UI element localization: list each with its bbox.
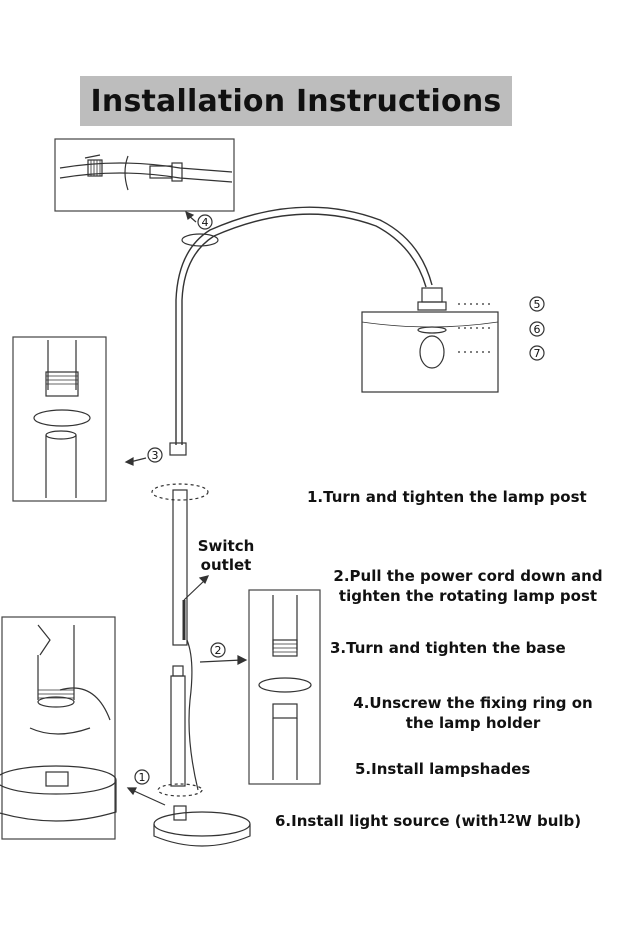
step-2: 2.Pull the power cord down and tighten t… <box>333 567 603 605</box>
detail-box-bottom <box>0 616 117 840</box>
detail-box-top <box>54 138 235 212</box>
step-4: 4.Unscrew the fixing ring on the lamp ho… <box>353 694 593 732</box>
callout-2: 2 <box>199 642 248 665</box>
callout-5: 5 <box>529 296 545 312</box>
lamp-arc <box>151 206 433 501</box>
callout-6: 6 <box>529 321 545 337</box>
callout-3: 3 <box>124 447 163 466</box>
step-6: 6.Install light source (with12W bulb) <box>275 812 582 830</box>
callout-4: 4 <box>185 210 213 230</box>
svg-text:6: 6 <box>534 323 541 336</box>
callout-1: 1 <box>126 769 166 806</box>
lamp-base <box>153 783 251 847</box>
svg-text:4: 4 <box>202 216 209 229</box>
switch-outlet-label: Switch outlet <box>197 537 255 574</box>
step-5: 5.Install lampshades <box>355 760 531 778</box>
lampshade <box>361 287 499 393</box>
svg-text:2: 2 <box>215 644 222 657</box>
svg-text:3: 3 <box>152 449 159 462</box>
title-banner: Installation Instructions <box>80 76 512 126</box>
svg-text:1: 1 <box>139 771 146 784</box>
lower-pole <box>170 489 210 791</box>
step-3: 3.Turn and tighten the base <box>330 639 566 657</box>
detail-box-right <box>248 589 321 785</box>
detail-box-middle <box>12 336 107 502</box>
page-title: Installation Instructions <box>90 83 502 119</box>
svg-text:7: 7 <box>534 347 541 360</box>
svg-text:5: 5 <box>534 298 541 311</box>
callout-7: 7 <box>529 345 545 361</box>
step-1: 1.Turn and tighten the lamp post <box>307 488 587 506</box>
